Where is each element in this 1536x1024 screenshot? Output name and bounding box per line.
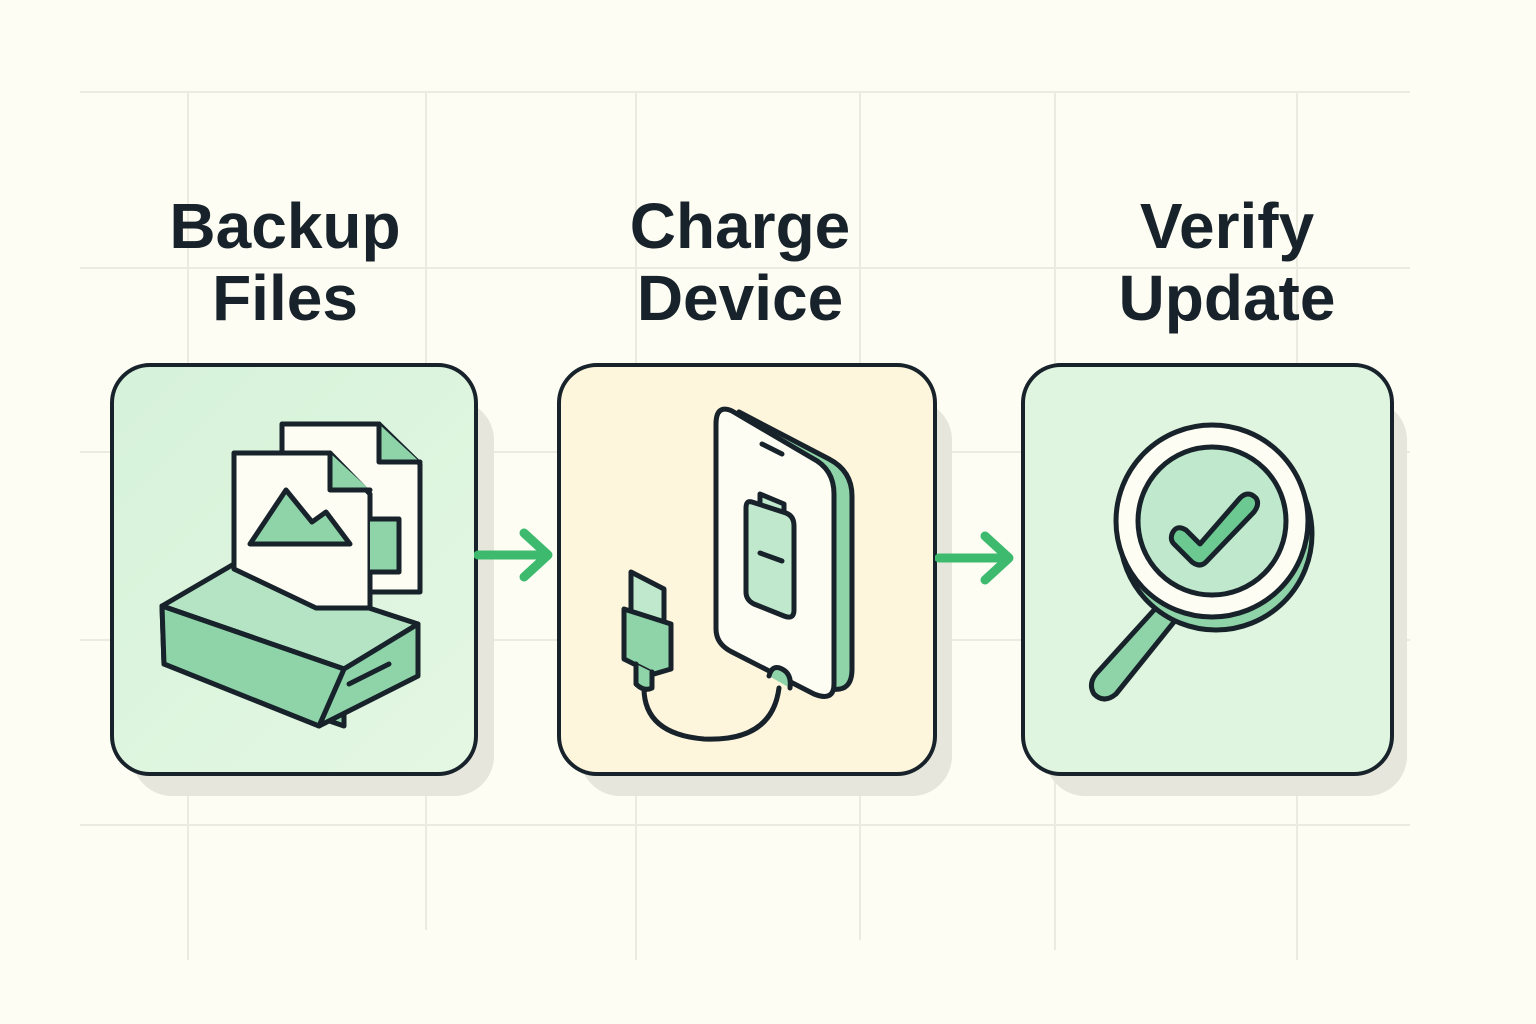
step-2-card xyxy=(557,363,937,776)
step-1-card xyxy=(110,363,478,776)
phone-charging-icon xyxy=(621,406,855,742)
step-3-title-line2: Update xyxy=(1118,262,1336,334)
arrow-right-icon xyxy=(935,531,1014,585)
step-1-title: Backup Files xyxy=(130,190,440,334)
arrow-right-icon xyxy=(474,528,553,582)
hard-drive-with-files-icon xyxy=(159,421,423,729)
step-3-title-line1: Verify xyxy=(1139,190,1315,262)
step-1-title-line2: Files xyxy=(212,262,358,334)
step-2-title-line1: Charge xyxy=(629,190,851,262)
step-2-title-line2: Device xyxy=(636,262,844,334)
step-3-card xyxy=(1021,363,1394,776)
step-3-title: Verify Update xyxy=(1072,190,1382,334)
step-2-title: Charge Device xyxy=(585,190,895,334)
magnifier-check-icon xyxy=(1088,422,1315,702)
step-1-title-line1: Backup xyxy=(169,190,401,262)
